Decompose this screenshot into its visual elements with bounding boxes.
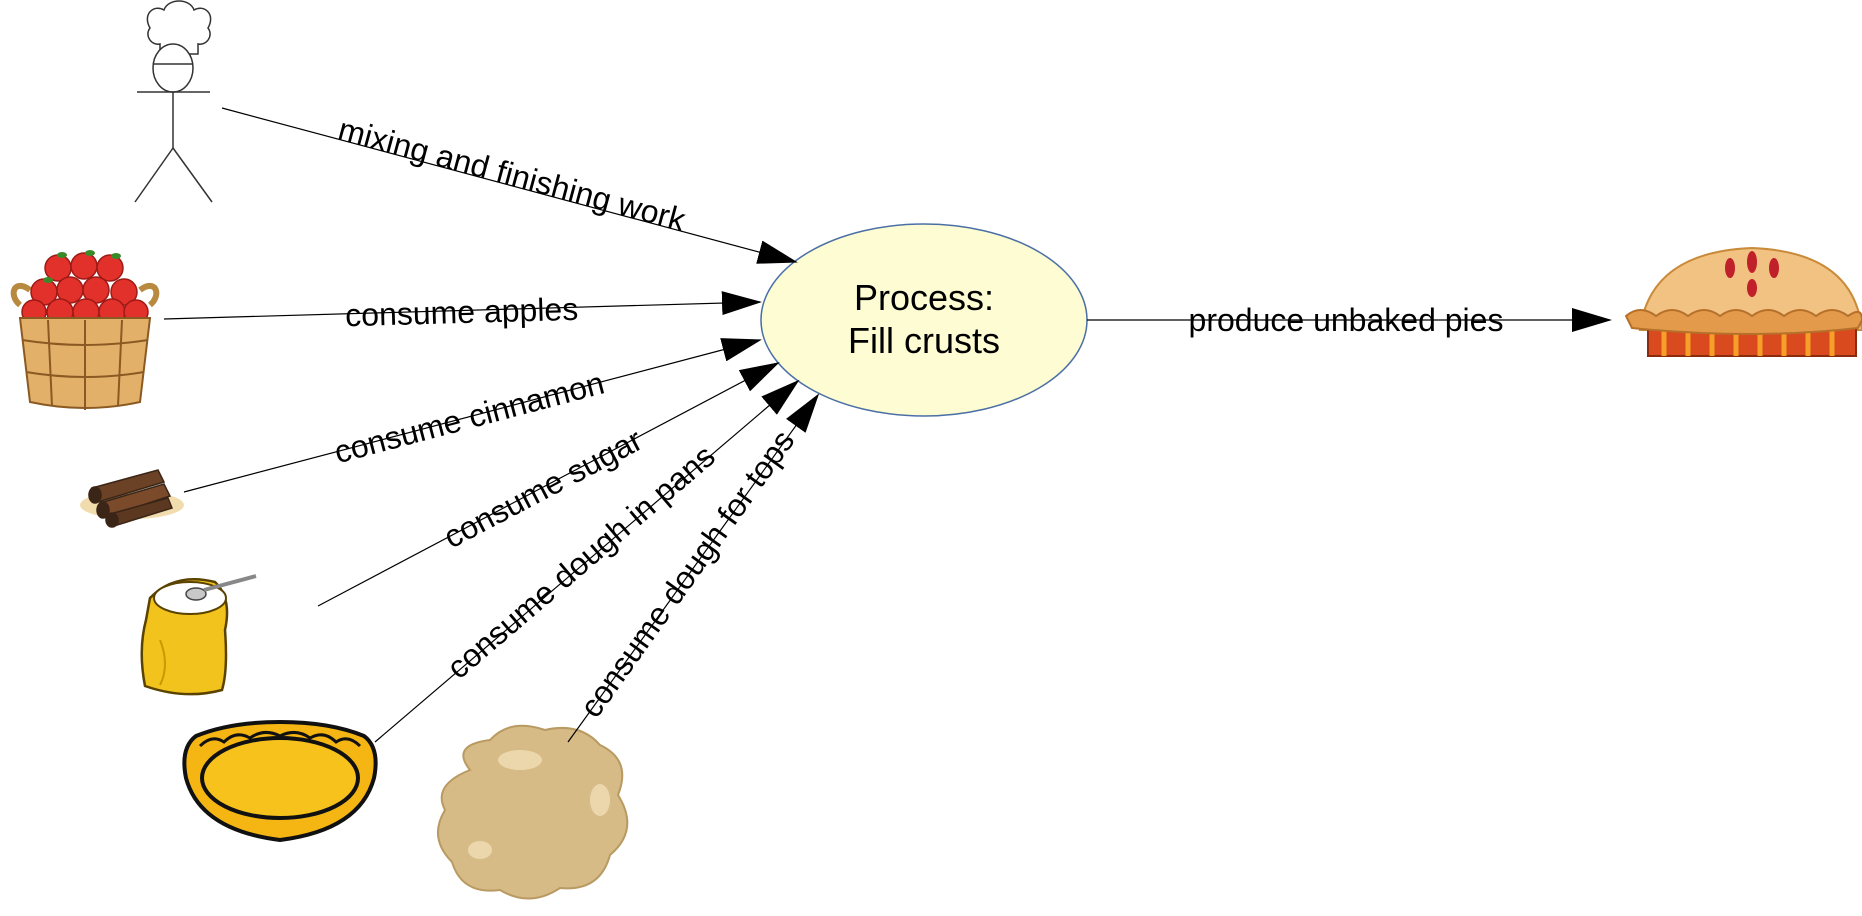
cinnamon-sticks-icon: [80, 469, 184, 528]
dough-ball-icon: [437, 724, 629, 900]
process-title-line1: Process:: [854, 277, 994, 318]
edge-label-output: produce unbaked pies: [1189, 302, 1504, 338]
edge-output: produce unbaked pies: [1087, 302, 1612, 338]
edge-label-apples: consume apples: [345, 291, 579, 333]
stick-figure-chef-icon: [134, 0, 213, 203]
process-title-line2: Fill crusts: [848, 320, 1000, 361]
sugar-bag-icon: [140, 574, 257, 696]
edge-labor: mixing and finishing work: [221, 107, 798, 264]
unbaked-pie-icon: [1624, 246, 1862, 357]
edge-label-labor: mixing and finishing work: [335, 111, 691, 239]
edge-apples: consume apples: [163, 291, 762, 333]
process-node: Process: Fill crusts: [760, 223, 1088, 417]
apple-basket-icon: [10, 250, 160, 410]
pie-crust-pan-icon: [182, 719, 378, 843]
edge-label-cinnamon: consume cinnamon: [330, 365, 607, 471]
